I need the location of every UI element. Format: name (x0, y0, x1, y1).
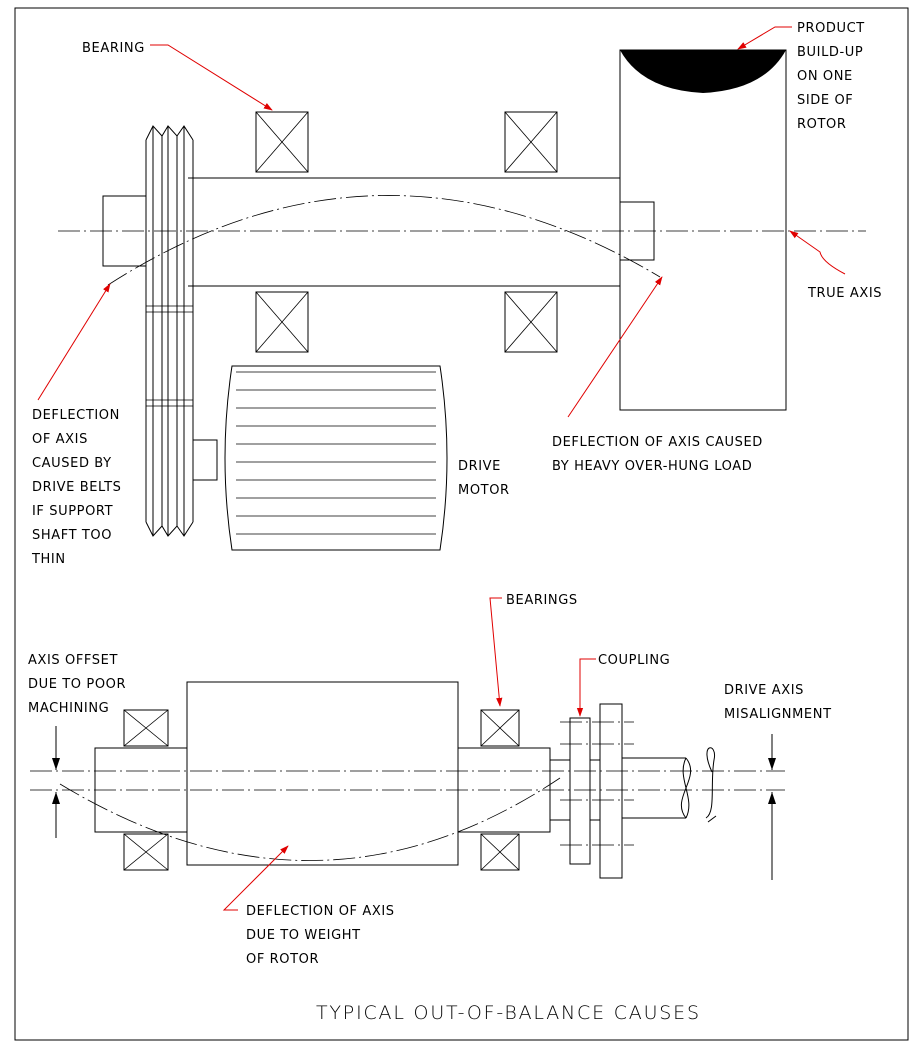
bearing-top-right-upper (504, 111, 558, 173)
bearing-bottom-right-lower (480, 833, 520, 871)
label-product-buildup: PRODUCT BUILD-UP ON ONE SIDE OF ROTOR (797, 21, 870, 132)
label-bearing: BEARING (82, 41, 145, 56)
deflected-axis-bottom (59, 777, 561, 861)
label-weight-deflection: DEFLECTION OF AXIS DUE TO WEIGHT OF ROTO… (246, 904, 399, 967)
roll-rotor (186, 681, 459, 866)
leader-belt-deflection (37, 283, 111, 401)
leader-bearings (489, 597, 503, 707)
leader-bearing (150, 44, 273, 111)
label-coupling: COUPLING (598, 653, 670, 668)
label-overhung-deflection: DEFLECTION OF AXIS CAUSED BY HEAVY OVER-… (552, 435, 768, 474)
bottom-view: BEARINGS COUPLING AXIS OFFSET DUE TO POO… (28, 593, 832, 967)
label-belt-deflection: DEFLECTION OF AXIS CAUSED BY DRIVE BELTS… (31, 408, 126, 567)
diagram-title: TYPICAL OUT-OF-BALANCE CAUSES (316, 1002, 701, 1024)
label-bearings: BEARINGS (506, 593, 578, 608)
rotor (619, 49, 787, 411)
leader-coupling (576, 658, 596, 717)
bearing-top-left-upper (255, 111, 309, 173)
main-shaft (188, 177, 620, 287)
bearing-top-left-lower (255, 291, 309, 353)
coupling (560, 703, 634, 879)
label-drive-motor: DRIVE MOTOR (458, 459, 510, 498)
bearing-bottom-left-lower (123, 833, 169, 871)
bearing-bottom-left-upper (123, 709, 169, 747)
product-buildup (620, 50, 786, 93)
deflected-axis-curve (107, 195, 661, 286)
leader-product-buildup (737, 26, 792, 50)
top-view: BEARING PRODUCT BUILD-UP ON ONE SIDE OF … (31, 21, 882, 567)
bearing-top-right-lower (504, 291, 558, 353)
label-axis-offset: AXIS OFFSET DUE TO POOR MACHINING (28, 653, 131, 716)
misalignment-dimension (768, 734, 776, 880)
leader-overhung-deflection (567, 276, 663, 418)
leader-true-axis (789, 230, 846, 275)
bearing-bottom-right-upper (480, 709, 520, 747)
drive-pulley (145, 125, 194, 537)
drive-motor (192, 365, 448, 551)
label-drive-misalignment: DRIVE AXIS MISALIGNMENT (724, 683, 832, 722)
leader-weight-deflection (222, 845, 289, 911)
axis-offset-dimension (52, 726, 60, 838)
drawing-border (14, 7, 909, 1041)
label-true-axis: TRUE AXIS (807, 286, 882, 301)
drive-shaft (622, 747, 717, 823)
